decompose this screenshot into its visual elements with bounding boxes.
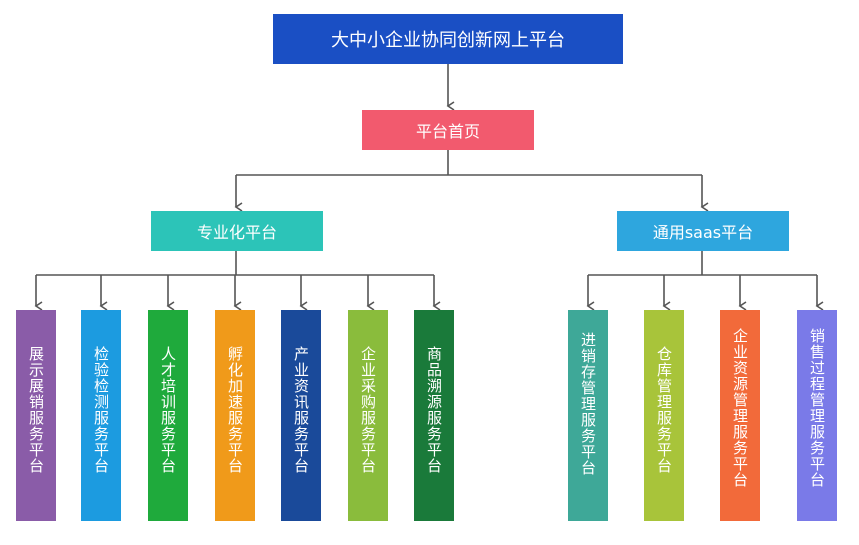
leaf-label: 企业采购服务平台 xyxy=(359,346,377,474)
leaf-node-industry-info: 产业资讯服务平台 xyxy=(281,310,321,521)
leaf-label: 产业资讯服务平台 xyxy=(292,346,310,474)
leaf-label: 检验检测服务平台 xyxy=(92,346,110,474)
branch-node-specialized: 专业化平台 xyxy=(151,211,323,251)
leaf-label: 孵化加速服务平台 xyxy=(226,346,244,474)
leaf-label: 进销存管理服务平台 xyxy=(579,332,597,476)
home-label: 平台首页 xyxy=(415,122,480,141)
leaf-label: 销售过程管理服务平台 xyxy=(808,328,826,488)
branch-label: 通用saas平台 xyxy=(652,223,754,242)
leaf-node-inventory: 进销存管理服务平台 xyxy=(568,310,608,521)
leaf-node-incubation: 孵化加速服务平台 xyxy=(215,310,255,521)
leaf-node-inspection: 检验检测服务平台 xyxy=(81,310,121,521)
leaf-label: 展示展销服务平台 xyxy=(27,346,45,474)
leaf-label: 仓库管理服务平台 xyxy=(655,346,673,474)
leaf-node-exhibition: 展示展销服务平台 xyxy=(16,310,56,521)
leaf-label: 人才培训服务平台 xyxy=(159,346,177,474)
leaf-node-erp: 企业资源管理服务平台 xyxy=(720,310,760,521)
leaf-label: 企业资源管理服务平台 xyxy=(731,328,749,488)
leaf-node-sales-process: 销售过程管理服务平台 xyxy=(797,310,837,521)
leaf-node-warehouse: 仓库管理服务平台 xyxy=(644,310,684,521)
leaf-node-procurement: 企业采购服务平台 xyxy=(348,310,388,521)
leaf-node-traceability: 商品溯源服务平台 xyxy=(414,310,454,521)
branch-label: 专业化平台 xyxy=(196,223,277,242)
root-label: 大中小企业协同创新网上平台 xyxy=(331,30,565,51)
home-node: 平台首页 xyxy=(362,110,534,150)
branch-node-saas: 通用saas平台 xyxy=(617,211,789,251)
leaf-node-training: 人才培训服务平台 xyxy=(148,310,188,521)
root-node: 大中小企业协同创新网上平台 xyxy=(273,14,623,64)
leaf-label: 商品溯源服务平台 xyxy=(425,346,443,474)
